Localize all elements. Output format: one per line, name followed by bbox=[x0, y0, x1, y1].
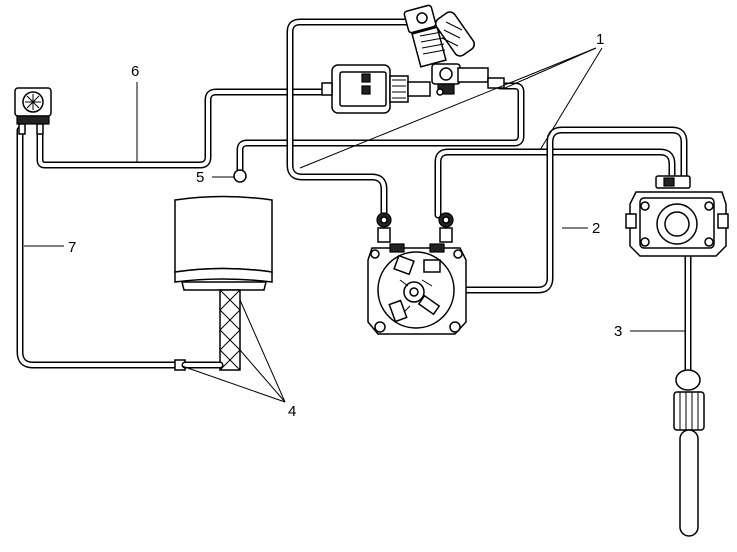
drain-cap bbox=[233, 169, 247, 183]
boiler bbox=[367, 212, 467, 335]
callout-3: 3 bbox=[614, 323, 622, 340]
callout-2: 2 bbox=[592, 220, 600, 237]
callout-1: 1 bbox=[596, 31, 604, 48]
callouts: 1 2 3 4 5 6 7 bbox=[68, 31, 622, 420]
flowmeter bbox=[14, 87, 52, 135]
water-tank bbox=[174, 195, 273, 371]
solenoid-valve bbox=[403, 4, 505, 96]
pump bbox=[321, 64, 431, 114]
tube-valve-to-boiler bbox=[286, 18, 414, 219]
leader-lines bbox=[24, 47, 686, 403]
thermoblock bbox=[625, 175, 729, 257]
callout-4: 4 bbox=[288, 403, 296, 420]
callout-5: 5 bbox=[196, 169, 204, 186]
steam-wand bbox=[673, 369, 705, 537]
callout-7: 7 bbox=[68, 239, 76, 256]
callout-6: 6 bbox=[131, 63, 139, 80]
tubing bbox=[16, 18, 692, 376]
